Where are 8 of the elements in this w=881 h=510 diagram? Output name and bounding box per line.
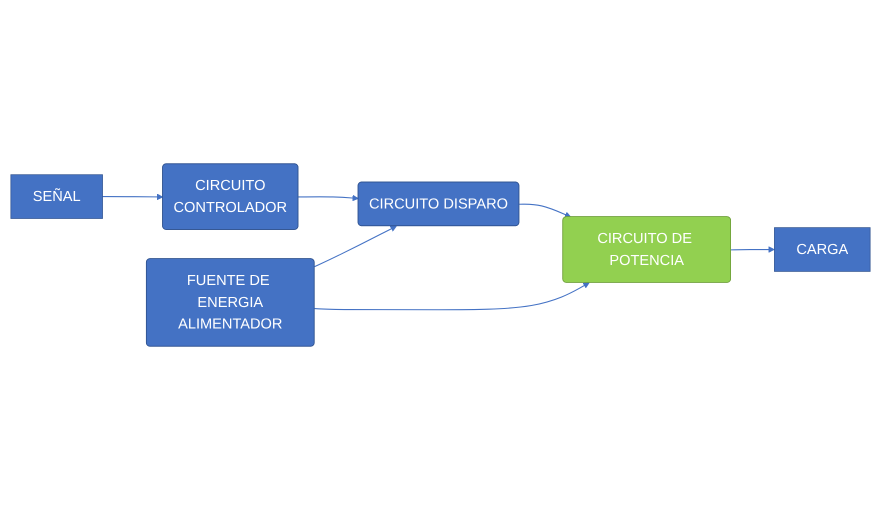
- node-box: SEÑAL: [10, 174, 103, 219]
- arrow: [314, 226, 397, 268]
- arrow: [298, 194, 359, 202]
- arrow: [731, 246, 775, 253]
- arrow: [102, 194, 164, 200]
- arrow: [314, 282, 590, 310]
- arrow: [519, 204, 572, 218]
- node-box: CARGA: [774, 227, 871, 272]
